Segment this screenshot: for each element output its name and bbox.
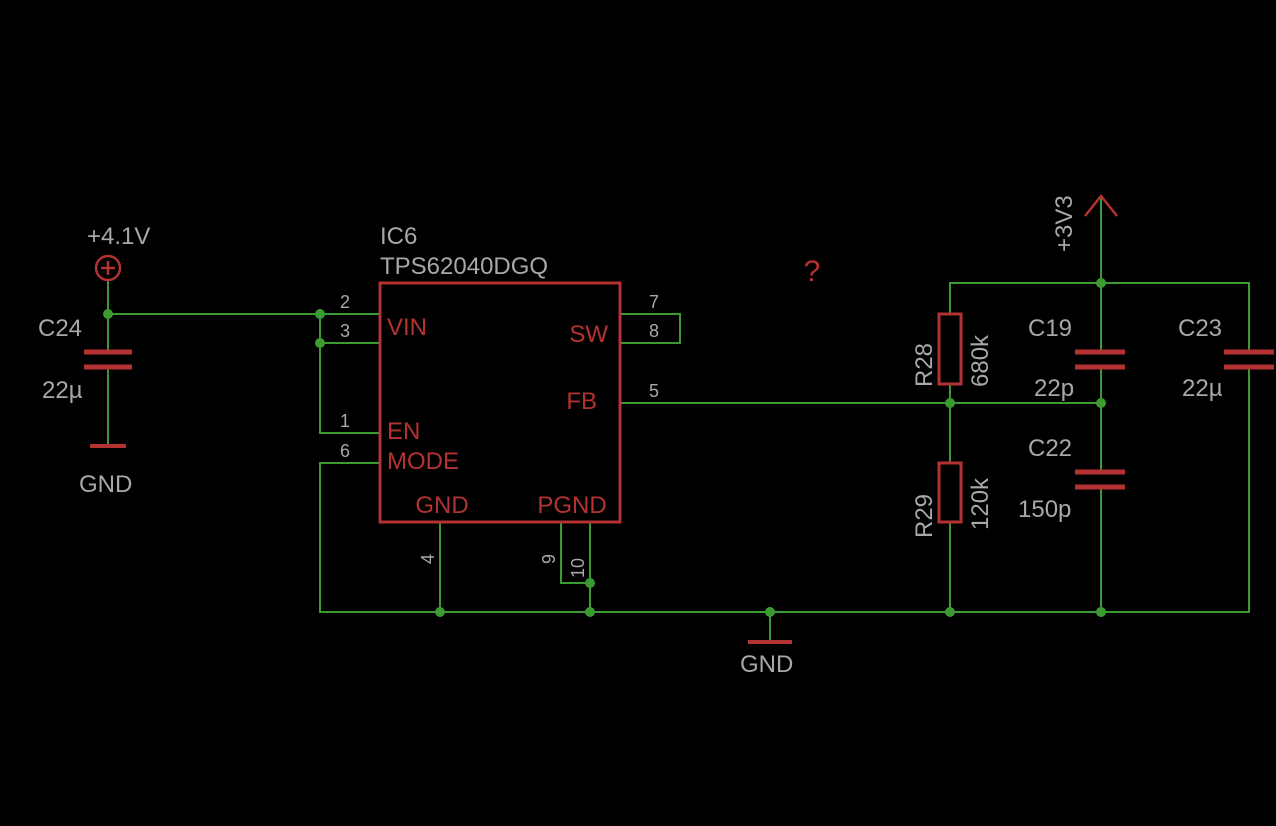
c22-value: 150p [1018, 496, 1071, 523]
supply-input-label: +4.1V [87, 223, 150, 250]
resistor-icon [937, 461, 963, 524]
pin-number: 1 [340, 411, 350, 431]
junction [585, 578, 595, 588]
net-sw[interactable] [619, 313, 681, 344]
pin-number: 2 [340, 292, 350, 312]
pin-fb-label: FB [566, 388, 597, 415]
resistor-r28[interactable]: R28 680k [911, 312, 994, 387]
capacitor-c23[interactable]: C23 22µ [1178, 315, 1274, 402]
c24-ref: C24 [38, 315, 82, 342]
capacitor-icon [1224, 349, 1274, 370]
junction [765, 607, 775, 617]
r29-value: 120k [967, 477, 994, 530]
gnd-left-label: GND [79, 471, 132, 498]
junction [945, 607, 955, 617]
plus-circle-icon[interactable] [94, 254, 122, 282]
pin-number: 8 [649, 321, 659, 341]
junction [103, 309, 113, 319]
gnd-bottom-label: GND [740, 651, 793, 678]
pin-number: 4 [418, 554, 438, 564]
pin-number: 10 [568, 558, 588, 578]
pin-pgnd-label: PGND [537, 492, 606, 519]
c23-ref: C23 [1178, 315, 1222, 342]
supply-output-label: +3V3 [1051, 195, 1078, 252]
capacitor-c19[interactable]: C19 22p [1028, 315, 1125, 402]
capacitor-c22[interactable]: C22 150p [1018, 435, 1125, 523]
supply-arrow-icon[interactable] [1084, 193, 1118, 217]
pin-number: 7 [649, 292, 659, 312]
ic6[interactable]: IC6 TPS62040DGQ VIN EN MODE SW FB GND PG… [340, 223, 659, 578]
pin-number: 9 [539, 554, 559, 564]
net-ic-pgnd[interactable] [560, 521, 591, 613]
capacitor-c24[interactable]: C24 22µ [38, 315, 132, 404]
plus-icon [101, 261, 115, 275]
nets [107, 195, 1250, 642]
junction [1096, 278, 1106, 288]
r28-ref: R28 [911, 343, 938, 387]
c24-value: 22µ [42, 377, 83, 404]
c23-value: 22µ [1182, 375, 1223, 402]
question-mark-annotation: ? [804, 255, 821, 288]
pin-vin-label: VIN [387, 314, 427, 341]
junctions [103, 278, 1106, 617]
junction [315, 309, 325, 319]
ic-ref: IC6 [380, 223, 417, 250]
capacitor-icon [84, 349, 132, 370]
r29-ref: R29 [911, 494, 938, 538]
junction [315, 338, 325, 348]
pin-number: 3 [340, 321, 350, 341]
junction [945, 398, 955, 408]
r28-value: 680k [967, 334, 994, 387]
net-vin[interactable] [107, 313, 379, 434]
pin-sw-label: SW [569, 321, 608, 348]
pin-en-label: EN [387, 418, 420, 445]
pin-gnd-label: GND [415, 492, 468, 519]
c19-value: 22p [1034, 375, 1074, 402]
supply-symbols: +4.1V GND GND +3V3 [79, 193, 1118, 678]
capacitor-icon [1075, 349, 1125, 370]
capacitor-icon [1075, 469, 1125, 490]
ic-body[interactable] [378, 281, 622, 524]
c22-ref: C22 [1028, 435, 1072, 462]
resistor-r29[interactable]: R29 120k [911, 461, 994, 538]
pin-number: 5 [649, 381, 659, 401]
net-mode[interactable] [319, 462, 379, 613]
junction [1096, 398, 1106, 408]
junction [435, 607, 445, 617]
net-3v3[interactable] [949, 195, 1250, 284]
junction [1096, 607, 1106, 617]
resistor-icon [937, 312, 963, 386]
junction [585, 607, 595, 617]
c19-ref: C19 [1028, 315, 1072, 342]
ic-part: TPS62040DGQ [380, 253, 548, 280]
pin-number: 6 [340, 441, 350, 461]
pin-mode-label: MODE [387, 448, 459, 475]
